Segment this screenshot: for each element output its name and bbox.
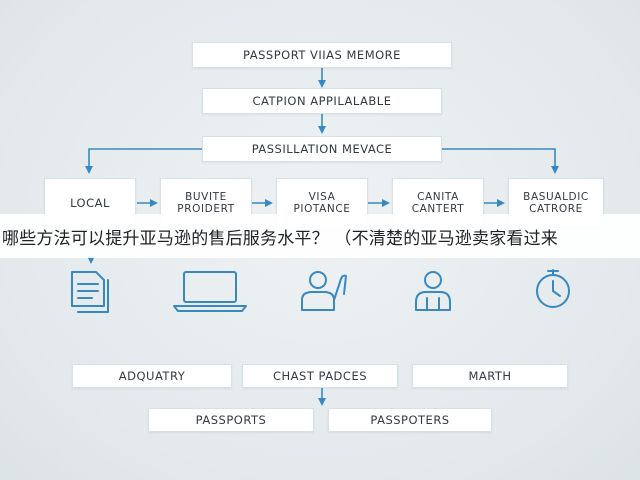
clock-icon (536, 269, 570, 308)
document-icon (71, 271, 109, 313)
arrow-passillation-to-local (85, 148, 202, 174)
node-catpion-applalable: CATPION APPILALABLE (202, 88, 442, 114)
node-marth: MARTH (412, 364, 568, 388)
question-banner: 哪些方法可以提升亚马逊的售后服务水平？ （不清楚的亚马逊卖家看过来 (0, 214, 640, 258)
node-chast-padces: CHAST PADCES (242, 364, 398, 388)
node-passpoters: PASSPOTERS (328, 408, 492, 432)
laptop-icon (173, 271, 247, 312)
node-adquatry: ADQUATRY (72, 364, 232, 388)
person-raising-hand-icon (301, 271, 347, 311)
node-passport-visa-memore: PASSPORT VIIAS MEMORE (192, 42, 452, 68)
arrow-passillation-to-basualdic (442, 148, 559, 174)
person-icon (415, 271, 451, 311)
question-text: 哪些方法可以提升亚马逊的售后服务水平？ （不清楚的亚马逊卖家看过来 (2, 228, 559, 249)
node-passillation-mevace: PASSILLATION MEVACE (202, 136, 442, 162)
node-passports: PASSPORTS (148, 408, 314, 432)
